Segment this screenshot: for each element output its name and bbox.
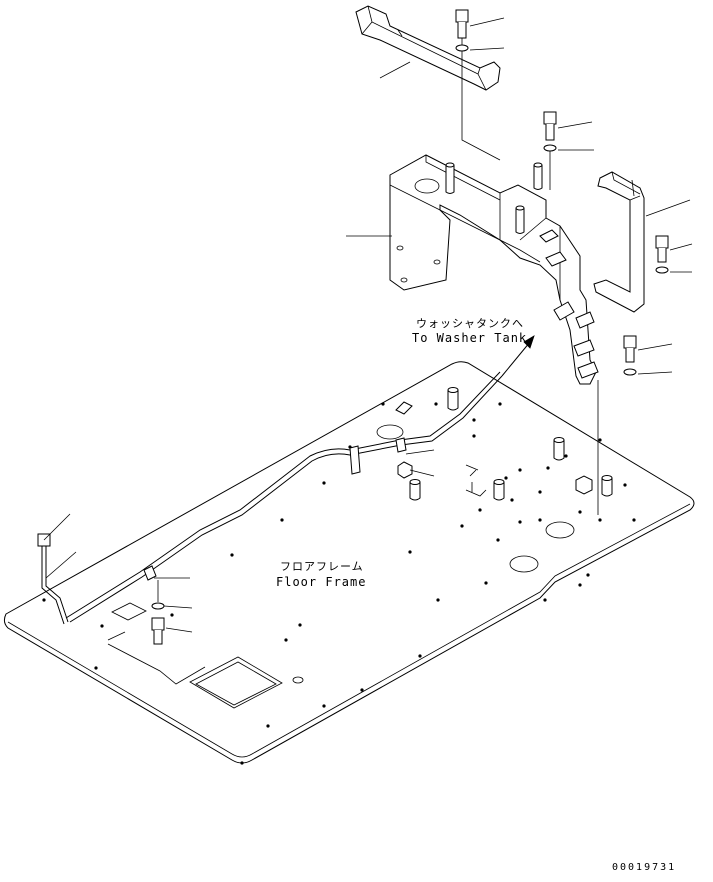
washer-tank-label-en: To Washer Tank: [412, 331, 528, 345]
washer-tank-label-jp: ウォッシャタンクへ: [416, 317, 524, 330]
floor-frame-label-en: Floor Frame: [276, 575, 367, 589]
floor-frame: [3, 361, 695, 765]
leader-lines: [43, 17, 693, 633]
washer-hose: [37, 335, 535, 625]
bolts-and-washers: [151, 9, 669, 645]
side-plate: [593, 171, 645, 313]
cover-plate: [355, 5, 501, 91]
document-number: 00019731: [612, 862, 677, 873]
mounting-bracket: [389, 30, 599, 515]
floor-frame-label-jp: フロアフレーム: [280, 560, 364, 573]
